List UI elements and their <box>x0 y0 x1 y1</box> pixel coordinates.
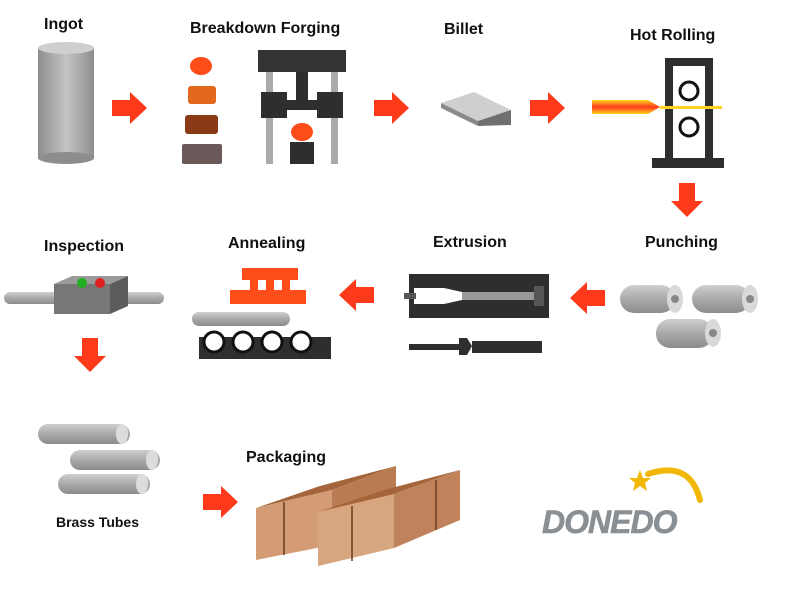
label-breakdown-forging: Breakdown Forging <box>190 20 341 37</box>
arrow-ingot-to-forging <box>112 92 147 124</box>
packaging-icon <box>256 466 460 566</box>
punching-icon <box>620 285 758 348</box>
arrow-extrusion-to-annealing <box>339 279 374 311</box>
arrow-rolling-to-punching <box>671 183 703 217</box>
label-ingot: Ingot <box>44 16 84 33</box>
label-hot-rolling: Hot Rolling <box>630 27 716 44</box>
label-extrusion: Extrusion <box>433 234 507 251</box>
label-annealing: Annealing <box>228 235 306 252</box>
arrow-billet-to-rolling <box>530 92 565 124</box>
logo-swoosh-icon <box>629 467 703 503</box>
label-billet: Billet <box>444 21 484 38</box>
forging-icon <box>182 50 346 164</box>
inspection-icon <box>4 276 164 314</box>
arrow-punching-to-extrusion <box>570 282 605 314</box>
logo: DONEDO <box>542 504 679 541</box>
label-packaging: Packaging <box>246 449 327 466</box>
brass-tubes-icon <box>38 424 160 494</box>
billet-icon <box>441 92 511 126</box>
arrow-inspection-to-tubes <box>74 338 106 372</box>
hot-rolling-icon <box>592 58 724 168</box>
arrow-forging-to-billet <box>374 92 409 124</box>
logo-text: DONEDO <box>542 504 678 540</box>
arrow-tubes-to-packaging <box>203 486 238 518</box>
extrusion-icon <box>404 274 549 355</box>
annealing-icon <box>192 268 331 359</box>
label-punching: Punching <box>645 234 718 251</box>
label-brass-tubes: Brass Tubes <box>56 514 139 530</box>
ingot-icon <box>38 42 94 164</box>
label-inspection: Inspection <box>44 238 125 255</box>
